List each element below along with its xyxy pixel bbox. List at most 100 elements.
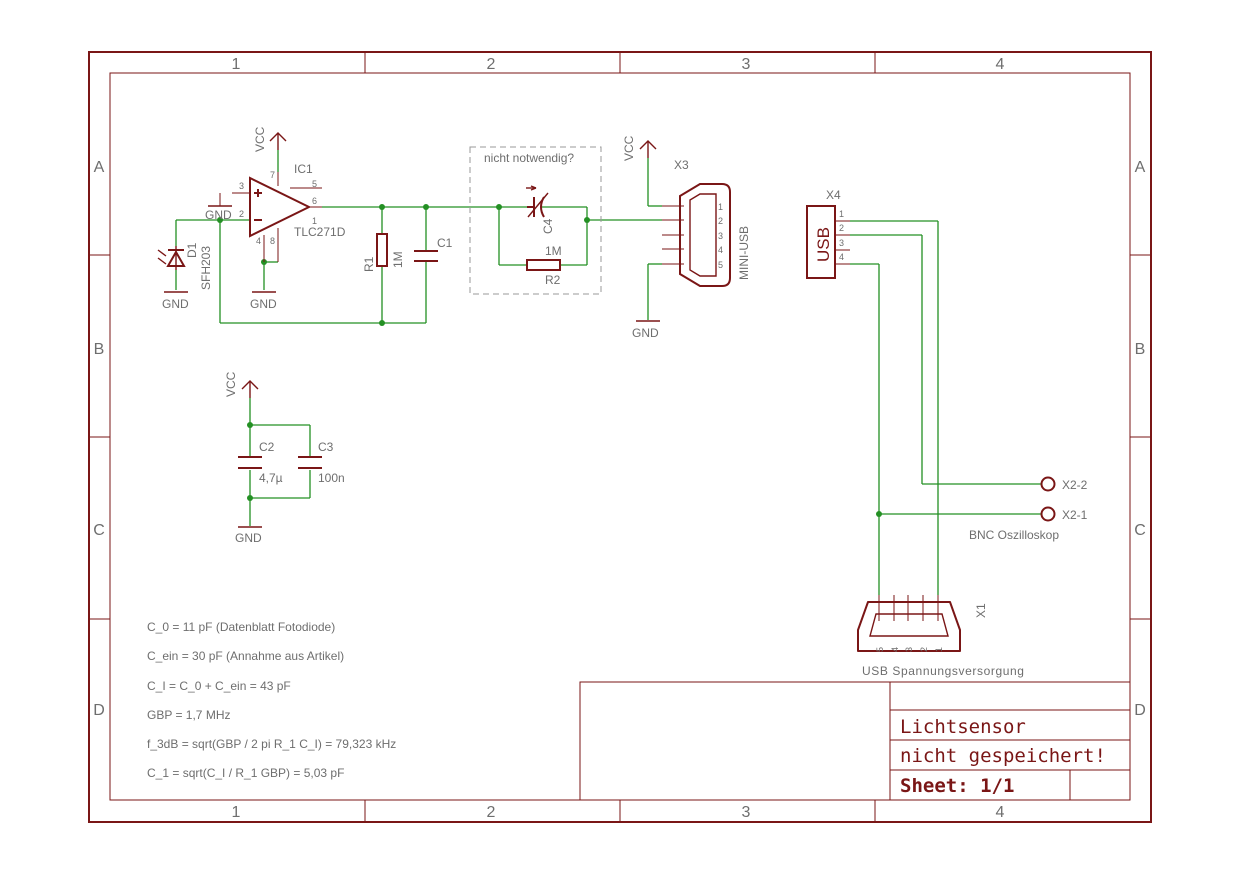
x4-name: X4: [826, 188, 841, 202]
x3-pin-2: 2: [718, 216, 723, 226]
title-block: [579, 681, 1131, 801]
row-label-left-c: C: [93, 522, 105, 539]
x1-pin-5: 5: [875, 647, 885, 652]
x3-pin-1: 1: [718, 202, 723, 212]
c2-value: 4,7µ: [259, 471, 283, 485]
d1-photodiode: [157, 246, 186, 270]
ic1-pin-5: 5: [312, 179, 317, 189]
title-block-status: nicht gespeichert!: [900, 745, 1106, 767]
ic1-opamp: [249, 172, 322, 262]
d1-name: D1: [185, 242, 199, 258]
gnd-label-d1: GND: [162, 297, 189, 311]
gnd-label-decoupling: GND: [235, 531, 262, 545]
x1-label: USB Spannungsversorgung: [862, 664, 1025, 678]
calculation-notes: C_0 = 11 pF (Datenblatt Fotodiode) C_ein…: [147, 620, 396, 780]
r2-name: R2: [545, 273, 561, 287]
r1-name: R1: [362, 256, 376, 272]
vcc-symbol-x3: VCC: [622, 135, 657, 161]
row-label-left-d: D: [93, 702, 105, 719]
x4-pin-1: 1: [839, 209, 844, 219]
gnd-label-ic1-plus: GND: [205, 208, 232, 222]
vcc-label-decoupling: VCC: [224, 371, 238, 397]
optional-box-label: nicht notwendig?: [484, 151, 574, 165]
ic1-pin-6: 6: [312, 196, 317, 206]
column-label-top-4: 4: [996, 56, 1005, 73]
column-label-top-2: 2: [487, 56, 496, 73]
note-line-4: GBP = 1,7 MHz: [147, 708, 230, 722]
column-label-bottom-3: 3: [742, 804, 751, 821]
x2-1-label: X2-1: [1062, 508, 1088, 522]
vcc-symbol-ic1: VCC: [253, 126, 287, 152]
ic1-pin-4: 4: [256, 236, 261, 246]
wires: [175, 150, 1041, 595]
x4-usb-connector: [806, 205, 850, 279]
title-block-title: Lichtsensor: [900, 716, 1026, 738]
ic1-pin-3: 3: [239, 181, 244, 191]
ic1-pin-1: 1: [312, 216, 317, 226]
x3-pin-3: 3: [718, 231, 723, 241]
c4-trimmer-capacitor: [526, 185, 549, 218]
d1-value: SFH203: [199, 246, 213, 290]
column-label-bottom-4: 4: [996, 804, 1005, 821]
column-label-top-1: 1: [232, 56, 241, 73]
x1-usb-power-connector: [857, 595, 961, 652]
bnc-oszilloskop-label: BNC Oszilloskop: [969, 528, 1059, 542]
x2-2-label: X2-2: [1062, 478, 1088, 492]
vcc-symbol-decoupling: VCC: [224, 371, 259, 398]
x4-pin-2: 2: [839, 223, 844, 233]
x4-pin-3: 3: [839, 238, 844, 248]
row-label-right-d: D: [1134, 702, 1146, 719]
x1-pin-3: 3: [904, 647, 914, 652]
x3-mini-usb-connector: [662, 183, 731, 287]
x1-pin-2: 2: [919, 647, 929, 652]
row-label-right-c: C: [1134, 522, 1146, 539]
gnd-label-ic1: GND: [250, 297, 277, 311]
x3-pin-5: 5: [718, 260, 723, 270]
c4-name: C4: [541, 218, 555, 234]
c2-name: C2: [259, 440, 275, 454]
row-label-left-a: A: [94, 159, 105, 176]
optional-network-box: [469, 146, 602, 295]
c3-value: 100n: [318, 471, 345, 485]
ic1-pin-8: 8: [270, 236, 275, 246]
vcc-label-x3: VCC: [622, 135, 636, 161]
r2-value: 1M: [545, 244, 562, 258]
x3-value: MINI-USB: [737, 226, 751, 280]
column-label-bottom-1: 1: [232, 804, 241, 821]
note-line-5: f_3dB = sqrt(GBP / 2 pi R_1 C_I) = 79,32…: [147, 737, 396, 751]
x3-pin-4: 4: [718, 245, 723, 255]
gnd-symbol-x3: GND: [632, 320, 660, 340]
c2-capacitor: [238, 456, 262, 469]
title-block-sheet: Sheet: 1/1: [900, 775, 1014, 797]
c1-capacitor: [414, 250, 438, 262]
ic1-value: TLC271D: [294, 225, 346, 239]
ic1-name: IC1: [294, 162, 313, 176]
x1-name: X1: [974, 603, 988, 618]
note-line-3: C_I = C_0 + C_ein = 43 pF: [147, 679, 291, 693]
drawing-frame: [88, 51, 1152, 823]
c3-capacitor: [298, 456, 322, 469]
ic1-pin-7: 7: [270, 170, 275, 180]
r1-resistor: [376, 233, 388, 267]
row-label-left-b: B: [94, 341, 105, 358]
row-label-right-a: A: [1135, 159, 1146, 176]
junctions: [217, 204, 882, 517]
note-line-2: C_ein = 30 pF (Annahme aus Artikel): [147, 649, 344, 663]
x1-pin-1: 1: [934, 647, 944, 652]
column-label-bottom-2: 2: [487, 804, 496, 821]
vcc-label-ic1: VCC: [253, 126, 267, 152]
ic1-pin-2: 2: [239, 209, 244, 219]
c3-name: C3: [318, 440, 334, 454]
r2-resistor: [526, 259, 561, 271]
r1-value: 1M: [391, 251, 405, 268]
gnd-symbol-d1: GND: [162, 291, 189, 311]
column-label-top-3: 3: [742, 56, 751, 73]
note-line-6: C_1 = sqrt(C_I / R_1 GBP) = 5,03 pF: [147, 766, 344, 780]
x2-bnc-pads: [1040, 476, 1056, 522]
gnd-label-x3: GND: [632, 326, 659, 340]
x4-body-label: USB: [814, 227, 833, 262]
gnd-symbol-ic1-plus: GND: [205, 192, 250, 222]
c1-name: C1: [437, 236, 453, 250]
x4-pin-4: 4: [839, 252, 844, 262]
